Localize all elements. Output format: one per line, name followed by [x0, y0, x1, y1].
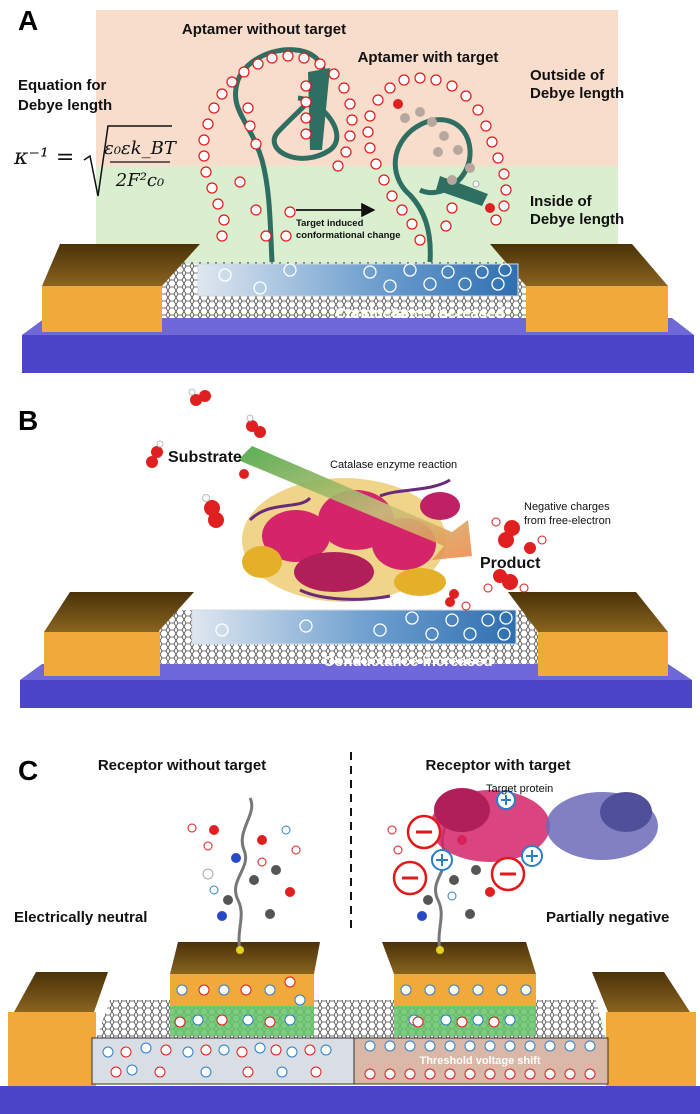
electrode-right-b-top [508, 592, 668, 632]
inside-debye-line2: Debye length [530, 211, 624, 228]
target-protein [430, 788, 658, 862]
electrode-right-c [606, 1012, 696, 1086]
equation-title-line1: Equation for [18, 77, 106, 94]
substrate-molecules [146, 388, 266, 528]
substrate-b [20, 680, 692, 708]
electrode-left-a [42, 286, 162, 332]
equation-title-line2: Debye length [18, 97, 112, 114]
electrode-left-a-top [42, 244, 200, 286]
substrate-c [0, 1086, 700, 1114]
panel-b: Conductance increased [18, 388, 692, 708]
conformation-line2: conformational change [296, 230, 401, 241]
channel-b [191, 609, 517, 645]
aptamer-with-target-label: Aptamer with target [358, 49, 499, 66]
threshold-shift-label: Threshold voltage shift [419, 1055, 540, 1067]
electrode-left-b-top [44, 592, 194, 632]
electrode-right-a [526, 286, 668, 332]
aptamer-without-target-label: Aptamer without target [182, 21, 346, 38]
inside-debye-line1: Inside of [530, 193, 593, 210]
panel-c: C Receptor without target Receptor with … [0, 752, 700, 1114]
panel-letter-a: A [18, 5, 38, 36]
negative-charges-line1: Negative charges [524, 501, 610, 513]
aptamer-with-target [392, 117, 473, 263]
negative-charges-without-target [198, 50, 358, 242]
orange-layer-right [394, 974, 536, 1006]
product-label: Product [480, 555, 541, 572]
channel-a [197, 263, 519, 297]
conformation-line1: Target induced [296, 218, 364, 229]
electrode-left-c-top [14, 972, 108, 1012]
equation-denominator: 2F²c₀ [115, 170, 164, 191]
gate-left-top [170, 942, 320, 974]
electrically-neutral-label: Electrically neutral [14, 909, 147, 926]
aptamer-without-target-ribbon [308, 68, 330, 150]
receptor-with-target-label: Receptor with target [425, 757, 570, 774]
layer-positive-charges [102, 984, 596, 1078]
electrode-right-b [538, 632, 668, 676]
gate-right-top [382, 942, 536, 974]
conductance-label-b: Conductance increased [323, 653, 492, 670]
reaction-label: Catalase enzyme reaction [330, 459, 457, 471]
outside-debye-line1: Outside of [530, 67, 605, 84]
conductance-label-a: Conductance increased [335, 305, 504, 322]
electrode-left-c [8, 1012, 96, 1086]
partially-negative-label: Partially negative [546, 909, 669, 926]
panel-letter-c: C [18, 755, 38, 786]
positive-charges-channel-b [215, 611, 513, 641]
panel-a: Conductance increased [13, 5, 694, 373]
electrode-right-a-top [490, 244, 668, 286]
receptor-left [202, 797, 295, 954]
negative-charges-with-target [362, 72, 512, 246]
outside-debye-zone [96, 10, 618, 166]
reaction-arrow [238, 446, 472, 560]
substrate-b-top [20, 664, 692, 680]
negative-charges-line2: from free-electron [524, 515, 611, 527]
substrate-label: Substrate [168, 449, 242, 466]
receptor-without-target-label: Receptor without target [98, 757, 266, 774]
panel-letter-b: B [18, 405, 38, 436]
small-charges-receptors [187, 823, 457, 901]
product-molecules [445, 520, 536, 607]
large-positive-charges [431, 790, 543, 871]
debye-equation: κ⁻¹ = ε₀εk_BT 2F²c₀ [13, 125, 178, 197]
outside-debye-line2: Debye length [530, 85, 624, 102]
positive-charges-channel-a [218, 263, 512, 295]
layer-negative-charges [110, 976, 596, 1080]
equation-numerator: ε₀εk_BT [104, 138, 178, 159]
substrate-a [22, 335, 694, 373]
large-negative-charges [392, 814, 526, 896]
electrode-left-b [44, 632, 160, 676]
equation-lhs: κ⁻¹ = [13, 145, 74, 170]
free-electron-charges [461, 517, 547, 611]
electrode-right-c-top [592, 972, 690, 1012]
target-protein-label: Target protein [486, 783, 553, 795]
target-molecule-a [393, 99, 495, 213]
